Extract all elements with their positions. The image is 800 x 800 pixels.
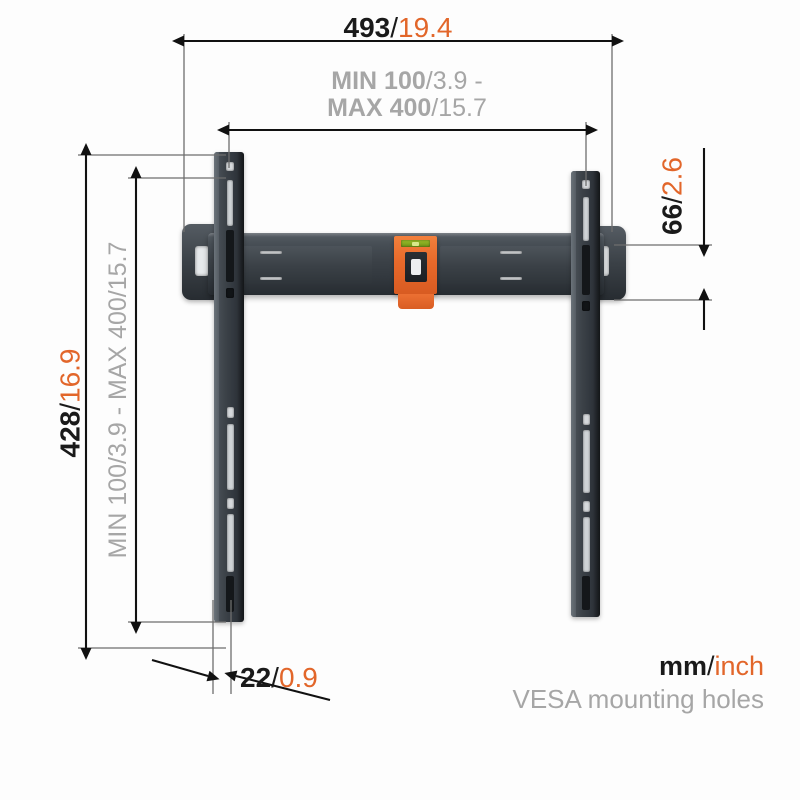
left-arm-slot-lower-b (227, 514, 234, 572)
center-aperture (405, 252, 427, 282)
right-arm-hole-lower-a (583, 414, 590, 425)
left-arm-hole-lower-a (227, 407, 234, 418)
center-aperture-insert (411, 259, 421, 275)
legend-units: mm/inch (658, 651, 764, 681)
bar-slot-left (260, 251, 282, 254)
bar-slot-right-lower (500, 277, 522, 280)
arrow-depth-right (224, 670, 331, 702)
label-vesa-horizontal-line1: MIN 100/3.9 - (331, 67, 483, 95)
label-vesa-horizontal: MIN 100/3.9 - MAX 400/15.7 (327, 68, 487, 121)
right-arm-slot-mid-dark (582, 245, 590, 295)
bar-slot-right (500, 251, 522, 254)
left-arm-slot-upper (227, 180, 233, 226)
right-arm-hole-lower-b (583, 501, 590, 512)
label-depth: 22/0.9 (240, 662, 318, 693)
left-arm-slot-lower-a (227, 424, 234, 490)
center-release-block (394, 236, 437, 294)
right-arm-slot-lower-b (583, 517, 590, 572)
bar-slot-left-lower (260, 277, 282, 280)
left-arm-slot-mid-dark (226, 230, 234, 282)
arrow-depth-left (151, 658, 220, 682)
legend-vesa-note: VESA mounting holes (512, 684, 765, 714)
bar-section-left (232, 246, 372, 284)
label-vesa-horizontal-line2: MAX 400/15.7 (327, 94, 487, 122)
center-release-tab (398, 294, 434, 309)
left-vertical-arm (214, 152, 244, 622)
right-arm-slot-bottom (582, 576, 590, 610)
left-arm-hole-top (226, 162, 234, 171)
label-overall-height: 428/16.9 (54, 348, 86, 458)
label-bar-height: 66/2.6 (656, 157, 688, 235)
label-vesa-vertical: MIN 100/3.9 - MAX 400/15.7 (104, 241, 132, 559)
right-arm-shade (593, 171, 600, 617)
bar-highlight (208, 233, 604, 237)
endcap-slot-left (195, 246, 209, 276)
right-arm-slot-upper (583, 197, 589, 241)
left-arm-hole-lower-b (227, 498, 234, 509)
left-arm-hole-mid (226, 288, 234, 298)
right-arm-slot-lower-a (583, 430, 590, 493)
right-arm-edge (571, 171, 576, 617)
extension-lines (78, 34, 712, 694)
level-bubble (412, 241, 419, 246)
right-arm-hole-mid (582, 301, 590, 311)
left-arm-slot-bottom (226, 576, 234, 612)
left-arm-edge (214, 152, 219, 622)
measurement-arrows (80, 35, 710, 702)
left-arm-shade (237, 152, 244, 622)
label-overall-width: 493/19.4 (343, 12, 453, 43)
bubble-level (401, 240, 430, 247)
